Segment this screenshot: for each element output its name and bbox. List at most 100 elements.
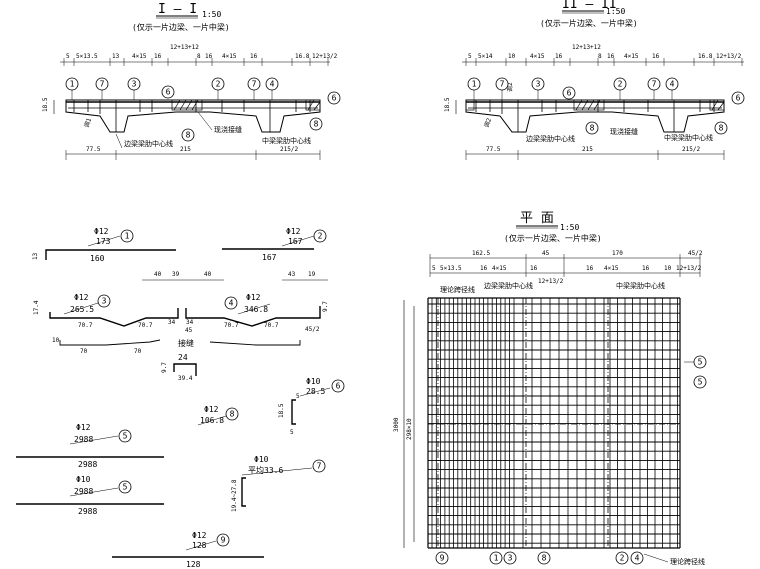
bubble-1: 1 bbox=[489, 551, 503, 565]
section-1: I — I 1:50 (仅示一片边梁、一片中梁) 5 5×13.5 13 4×1… bbox=[42, 2, 341, 160]
dim-top: 12+13/2 bbox=[716, 53, 742, 60]
bar-schedule: Φ12 173 1 160 13 Φ12 167 2 167 40 39 40 … bbox=[16, 227, 345, 569]
bar-a: 24 bbox=[178, 353, 188, 362]
bar-c: 70 bbox=[80, 348, 88, 355]
dim-top: 16 bbox=[555, 53, 563, 60]
svg-text:5: 5 bbox=[123, 483, 128, 492]
bar-t: 34 bbox=[186, 319, 194, 326]
svg-text:5: 5 bbox=[698, 378, 703, 387]
bar-h: 17.4 bbox=[33, 300, 40, 315]
svg-text:8: 8 bbox=[230, 410, 235, 419]
section-2-subtitle: (仅示一片边梁、一片中梁) bbox=[540, 18, 638, 28]
bar-seg: 2988 bbox=[78, 507, 97, 516]
plan-view: 平 面 1:50 (仅示一片边梁、一片中梁) 162.5 45 170 45/2… bbox=[393, 211, 707, 566]
dim: 5×13.5 bbox=[440, 265, 462, 272]
bubble-8: 8 bbox=[309, 117, 323, 131]
bar-t4: 9.7 bbox=[322, 301, 329, 312]
height-label: 18.5 bbox=[444, 97, 451, 112]
dim-bottom: 215/2 bbox=[682, 146, 700, 153]
dim: 39 bbox=[172, 271, 180, 278]
dim-top: 12+13/2 bbox=[312, 53, 338, 60]
bar-9: Φ12 128 9 128 bbox=[112, 531, 264, 569]
side-note: 调2 bbox=[482, 117, 493, 129]
plan-subtitle: (仅示一片边梁、一片中梁) bbox=[504, 233, 602, 243]
bar-length: 265.5 bbox=[70, 305, 94, 314]
bar-size: Φ10 bbox=[254, 455, 269, 464]
bar-c: 5 bbox=[290, 429, 294, 436]
section-2-scale: 1:50 bbox=[606, 7, 625, 16]
bar-6: Φ10 28.5 6 18.5 5 5 bbox=[278, 377, 345, 436]
bar-b: 70.7 bbox=[138, 322, 153, 329]
dim: 43 bbox=[288, 271, 296, 278]
bar-length: 28.5 bbox=[306, 387, 325, 396]
bar-size: Φ10 bbox=[76, 475, 91, 484]
dim-top-center: 12+13+12 bbox=[572, 44, 601, 51]
dim-top: 16 bbox=[652, 53, 660, 60]
bar-length: 2988 bbox=[74, 487, 93, 496]
plan-title: 平 面 bbox=[520, 211, 554, 226]
svg-text:1: 1 bbox=[70, 80, 75, 89]
dim-top: 16.8 bbox=[295, 53, 310, 60]
bubble-8: 8 bbox=[714, 121, 728, 135]
bubble-4: 4 bbox=[665, 77, 679, 91]
svg-text:6: 6 bbox=[166, 88, 171, 97]
svg-text:7: 7 bbox=[652, 80, 657, 89]
bubble-6: 6 bbox=[731, 91, 745, 105]
label-mid-rib: 中梁梁肋中心线 bbox=[616, 281, 665, 290]
bar-5a: Φ12 2988 5 2988 bbox=[16, 423, 164, 469]
svg-text:8: 8 bbox=[542, 554, 547, 563]
bubble-7: 7 bbox=[247, 77, 261, 91]
bubble-8: 8 bbox=[181, 128, 195, 142]
svg-text:7: 7 bbox=[317, 462, 322, 471]
dim: 4×15 bbox=[492, 265, 507, 272]
bar-seg: 128 bbox=[186, 560, 201, 569]
svg-text:5: 5 bbox=[698, 358, 703, 367]
bar-size: Φ12 bbox=[286, 227, 301, 236]
bar-size: Φ12 bbox=[76, 423, 91, 432]
bar-7: Φ10 平均33.6 7 19.4~27.8 bbox=[231, 455, 326, 512]
dim-top: 4×15 bbox=[624, 53, 639, 60]
dim-top: 4×15 bbox=[222, 53, 237, 60]
dim: 16 bbox=[480, 265, 488, 272]
dim-top: 170 bbox=[612, 250, 623, 257]
bubble-2: 2 bbox=[613, 77, 627, 91]
bar-1: Φ12 173 1 160 13 bbox=[32, 227, 176, 263]
dim-top: 16 bbox=[154, 53, 162, 60]
bubble-6: 6 bbox=[327, 91, 341, 105]
dim-top: 16.8 bbox=[698, 53, 713, 60]
dim-top: 13 bbox=[112, 53, 120, 60]
plan-scale: 1:50 bbox=[560, 223, 579, 232]
svg-text:8: 8 bbox=[314, 120, 319, 129]
bar-5b: Φ10 2988 5 2988 bbox=[16, 475, 164, 516]
height-label: 18.5 bbox=[42, 97, 49, 112]
bar-8: 24 9.7 39.4 Φ12 106.8 8 bbox=[161, 353, 239, 426]
joint-label: 接缝 bbox=[178, 338, 194, 348]
svg-text:9: 9 bbox=[221, 536, 226, 545]
svg-text:6: 6 bbox=[332, 94, 337, 103]
dim-top-center: 12+13+12 bbox=[170, 44, 199, 51]
bar-size: Φ12 bbox=[192, 531, 207, 540]
bar-t: 34 bbox=[168, 319, 176, 326]
label-joint: 现浇接缝 bbox=[610, 127, 638, 136]
bubble-3: 3 bbox=[531, 77, 545, 91]
bar-seg: 160 bbox=[90, 254, 105, 263]
bar-size: Φ12 bbox=[74, 293, 89, 302]
svg-text:2: 2 bbox=[620, 554, 625, 563]
dim: 12+13/2 bbox=[676, 265, 702, 272]
bar-length: 167 bbox=[288, 237, 303, 246]
bubble-9: 9 bbox=[435, 551, 449, 565]
dim-top: 16 bbox=[607, 53, 615, 60]
rebar-mesh bbox=[427, 297, 681, 549]
dim: 16 bbox=[642, 265, 650, 272]
section-1-title: I — I bbox=[158, 2, 197, 17]
bubble-1: 1 bbox=[65, 77, 79, 91]
bar-t5: 45/2 bbox=[305, 326, 320, 333]
svg-text:5: 5 bbox=[123, 432, 128, 441]
dim: 40 bbox=[204, 271, 212, 278]
bar-note: 平均33.6 bbox=[248, 465, 283, 475]
bubble-4: 4 bbox=[630, 551, 644, 565]
svg-text:7: 7 bbox=[500, 80, 505, 89]
bubble-5: 5 bbox=[693, 355, 707, 369]
bubble-6: 6 bbox=[161, 85, 175, 99]
